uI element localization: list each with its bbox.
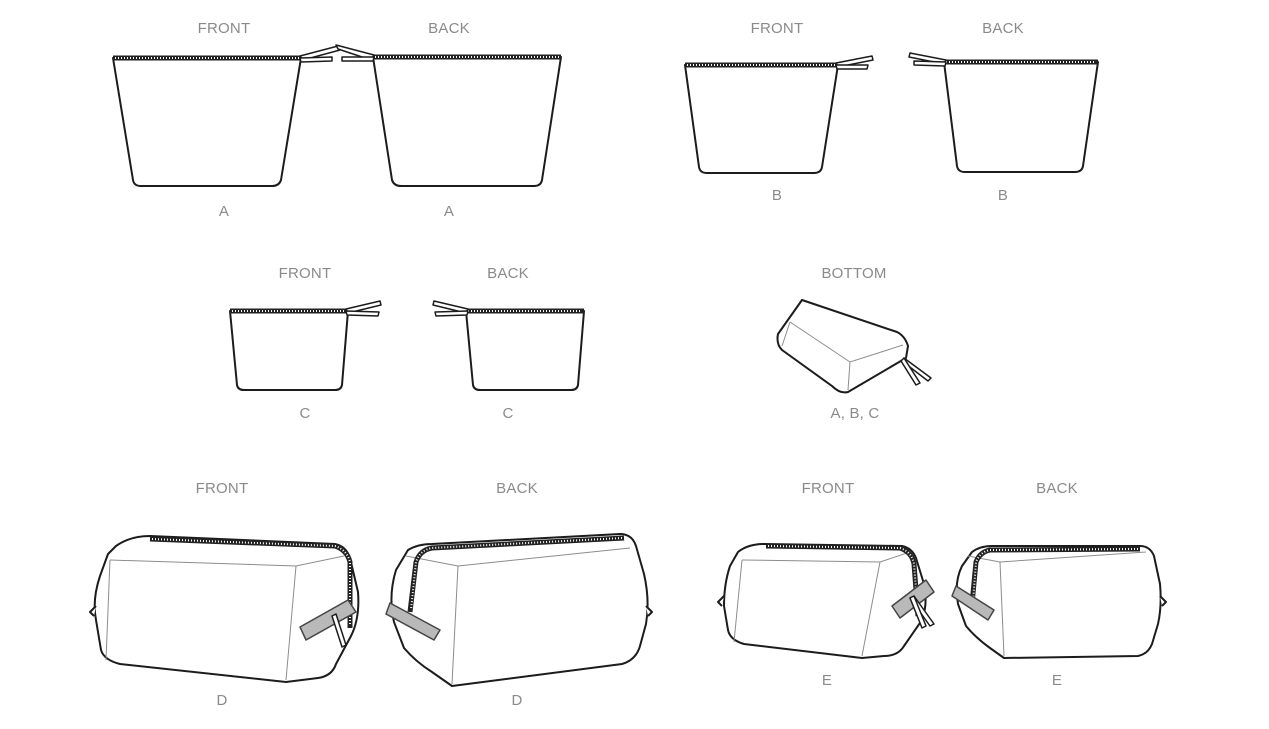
view-c-back-variant: C: [502, 405, 514, 422]
view-a-front-drawing: [112, 45, 341, 187]
view-a-front-variant: A: [218, 203, 230, 220]
view-a-back-variant: A: [443, 203, 455, 220]
view-bottom-drawing: [776, 299, 932, 394]
view-e-front-drawing: [717, 543, 935, 659]
view-c-front-heading: FRONT: [278, 265, 332, 282]
view-a-front-heading: FRONT: [197, 20, 251, 37]
view-c-back-heading: BACK: [487, 265, 529, 282]
view-d-front-heading: FRONT: [195, 480, 249, 497]
view-a-back-heading: BACK: [428, 20, 470, 37]
view-b-front-variant: B: [771, 187, 783, 204]
view-b-front-heading: FRONT: [750, 20, 804, 37]
view-b-back-heading: BACK: [982, 20, 1024, 37]
view-d-back-drawing: [385, 533, 653, 687]
view-e-back-variant: E: [1051, 672, 1063, 689]
view-d-front-variant: D: [216, 692, 228, 709]
view-d-back-variant: D: [511, 692, 523, 709]
view-a-back-drawing: [335, 44, 562, 187]
view-e-front-variant: E: [821, 672, 833, 689]
view-bottom-variant: A, B, C: [830, 405, 880, 422]
view-b-front-drawing: [684, 55, 874, 174]
view-d-front-drawing: [89, 535, 360, 683]
view-e-back-drawing: [951, 545, 1167, 659]
view-e-back-heading: BACK: [1036, 480, 1078, 497]
view-c-front-drawing: [229, 300, 382, 391]
view-d-back-heading: BACK: [496, 480, 538, 497]
view-c-back-drawing: [432, 300, 585, 391]
view-b-back-drawing: [908, 52, 1099, 173]
view-b-back-variant: B: [997, 187, 1009, 204]
view-c-front-variant: C: [299, 405, 311, 422]
view-e-front-heading: FRONT: [801, 480, 855, 497]
view-bottom-heading: BOTTOM: [821, 265, 887, 282]
